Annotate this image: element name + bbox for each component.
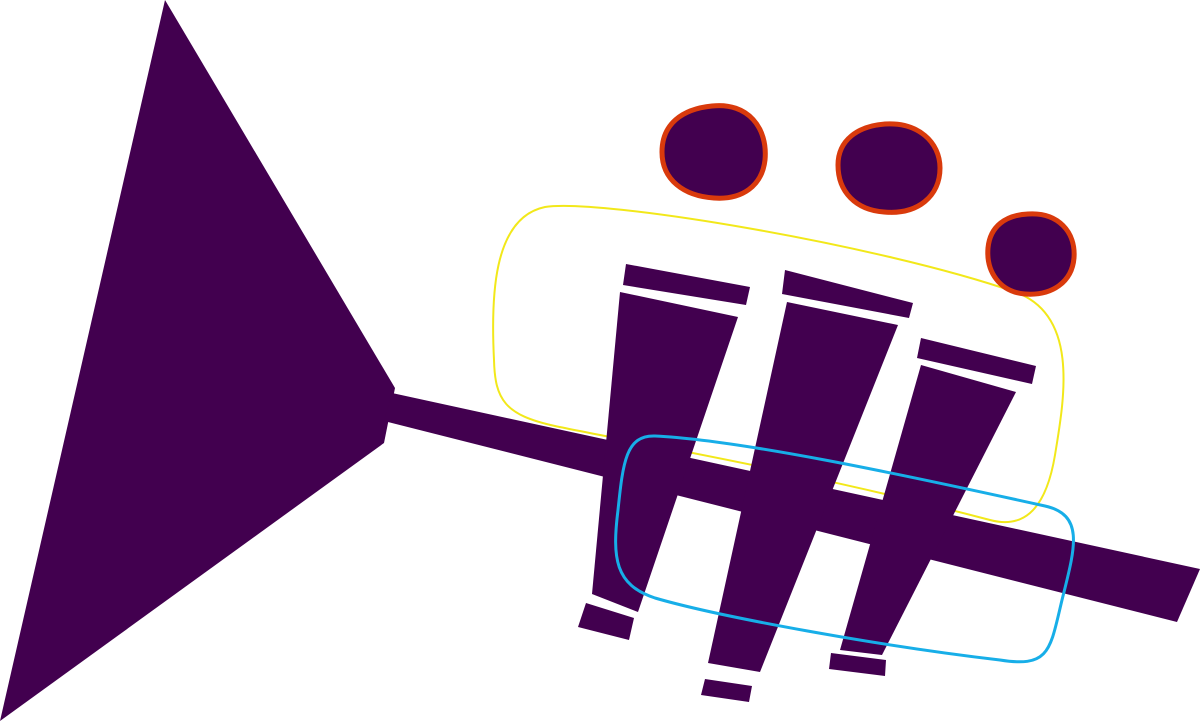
valve-1-bottom xyxy=(578,603,634,640)
valve-3-bottom xyxy=(829,653,886,676)
valve-1-cap xyxy=(623,264,750,305)
blue-outline-shape xyxy=(614,434,1075,664)
valve-3-cap xyxy=(917,338,1036,384)
valve-3 xyxy=(829,338,1036,676)
valve-1 xyxy=(578,264,750,640)
yellow-outline-shape xyxy=(492,204,1065,524)
valve-button-2 xyxy=(835,121,943,215)
valve-2-bottom xyxy=(701,679,752,702)
valve-2 xyxy=(701,270,913,702)
trumpet-bell xyxy=(0,0,395,721)
valve-2-cap xyxy=(782,270,913,318)
valve-button-1 xyxy=(659,103,768,201)
valve-button-3 xyxy=(985,211,1077,297)
valve-2-casing xyxy=(708,302,898,672)
valve-3-casing xyxy=(840,365,1016,655)
valve-1-casing xyxy=(592,292,738,612)
